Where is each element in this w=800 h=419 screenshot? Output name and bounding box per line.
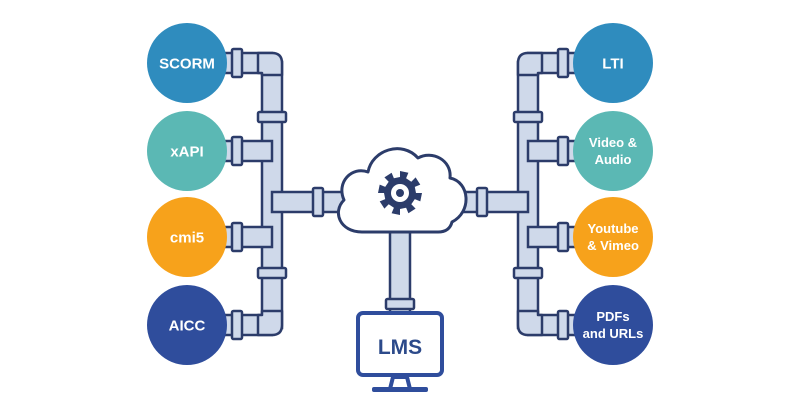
right-branch-pipe [526,225,579,249]
node-label: SCORM [159,55,215,72]
node-label: and URLs [583,326,644,341]
lti-node: LTI [573,23,653,103]
left-bottom-elbow [256,309,284,337]
scorm-node-circle [147,23,227,103]
node-label: LTI [602,55,623,72]
left-trunk-collar [256,110,288,124]
left-top-elbow [256,51,284,77]
right-top-elbow [516,51,544,77]
pdfs-urls-node: PDFs and URLs [573,285,653,365]
lms-label: LMS [378,336,422,359]
youtube-vimeo-node-circle [573,197,653,277]
center-collar [475,186,489,218]
monitor-icon: LMS [356,311,444,392]
right-branch-collar [556,47,570,79]
lti-node-circle [573,23,653,103]
right-branch-pipe [526,139,579,163]
monitor-base [372,387,428,392]
monitor-collar [384,297,416,311]
cmi5-node: cmi5 [147,197,227,277]
left-branch-collar [230,221,244,253]
video-audio-node-circle [573,111,653,191]
pdfs-urls-node-circle [573,285,653,365]
pipe-network [221,47,579,341]
left-branch-pipe [221,139,274,163]
node-label: Audio [595,152,632,167]
xapi-node: xAPI [147,111,227,191]
center-collar [311,186,325,218]
aicc-node-circle [147,285,227,365]
cmi5-node-circle [147,197,227,277]
node-label: xAPI [170,143,203,160]
left-center-pipe [270,190,350,214]
right-branch-collar [556,135,570,167]
left-trunk-collar [256,266,288,280]
right-trunk-collar [512,266,544,280]
right-trunk-collar [512,110,544,124]
node-label: AICC [169,317,206,334]
node-label: Video & [589,135,637,150]
gear-center [396,189,404,197]
left-branch-collar [230,47,244,79]
aicc-node: AICC [147,285,227,365]
right-bottom-elbow [516,309,544,337]
right-branch-collar [556,309,570,341]
scorm-node: SCORM [147,23,227,103]
left-branch-collar [230,309,244,341]
node-label: PDFs [596,309,629,324]
xapi-node-circle [147,111,227,191]
node-label: & Vimeo [587,238,639,253]
left-branch-pipe [221,225,274,249]
node-label: cmi5 [170,229,204,246]
youtube-vimeo-node: Youtube & Vimeo [573,197,653,277]
cloud-gear-icon [337,147,468,234]
right-branch-collar [556,221,570,253]
video-audio-node: Video & Audio [573,111,653,191]
node-label: Youtube [587,221,638,236]
left-branch-collar [230,135,244,167]
